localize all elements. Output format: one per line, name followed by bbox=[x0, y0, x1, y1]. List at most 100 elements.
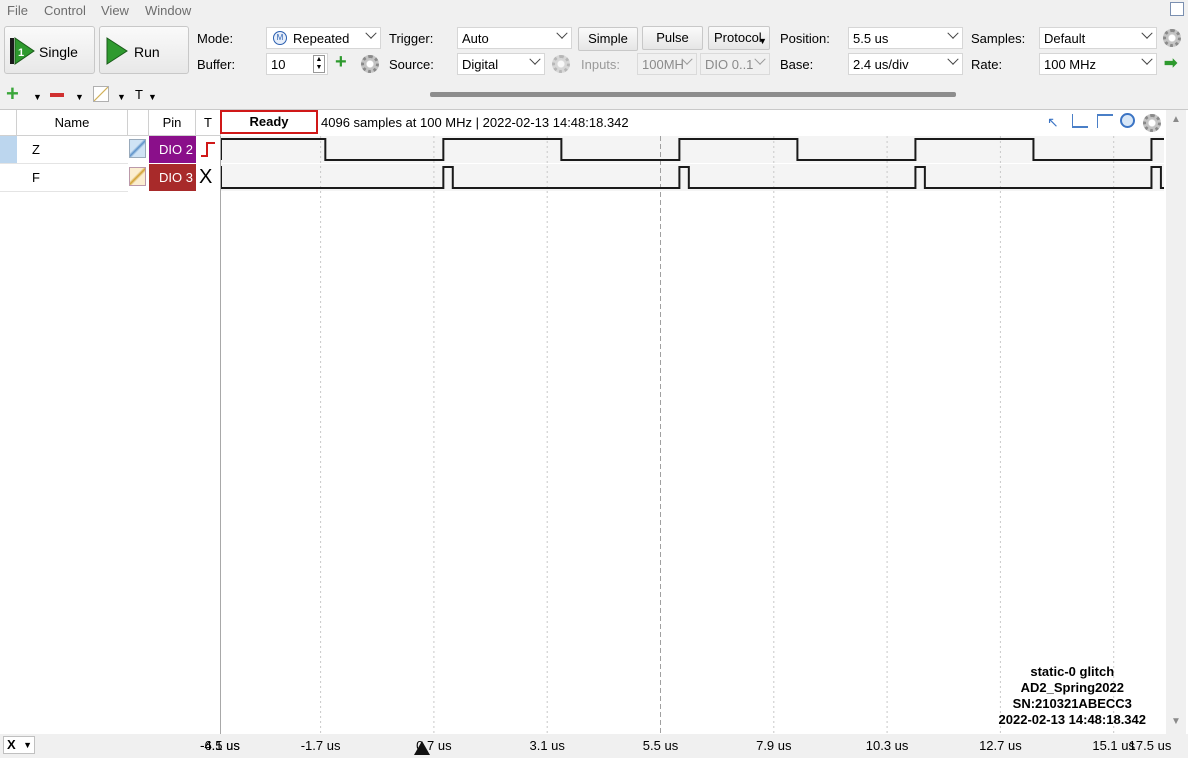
simple-button[interactable]: Simple bbox=[578, 27, 638, 51]
vertical-scrollbar[interactable]: ▲ ▼ bbox=[1166, 110, 1186, 734]
arrow-right-icon[interactable]: ➡ bbox=[1164, 55, 1178, 72]
buffer-value: 10 bbox=[271, 57, 286, 72]
position-select[interactable]: 5.5 us bbox=[848, 27, 963, 49]
header-pin: Pin bbox=[149, 110, 196, 136]
scroll-down-icon[interactable]: ▼ bbox=[1171, 716, 1181, 727]
inputs-value: 100MH bbox=[642, 57, 684, 72]
trigger-select[interactable]: Auto bbox=[457, 27, 572, 49]
chevron-down-icon bbox=[365, 28, 377, 39]
header-trigger: T bbox=[196, 110, 221, 136]
signal-row-band bbox=[221, 136, 1164, 163]
rate-label: Rate: bbox=[971, 57, 1003, 72]
annotation-serial: SN:210321ABECC3 bbox=[1012, 696, 1132, 711]
chevron-down-icon bbox=[754, 54, 766, 65]
caret-down-icon[interactable]: ▼ bbox=[75, 92, 84, 102]
position-value: 5.5 us bbox=[853, 31, 889, 46]
axis-tick-label: 17.5 us bbox=[1128, 738, 1172, 753]
pin-badge: DIO 3 bbox=[149, 164, 196, 191]
source-settings-gear-icon[interactable] bbox=[552, 55, 570, 73]
x-cursor-icon[interactable] bbox=[1072, 114, 1088, 128]
caret-down-icon[interactable]: ▼ bbox=[148, 92, 157, 102]
acquisition-info: 4096 samples at 100 MHz | 2022-02-13 14:… bbox=[321, 115, 629, 130]
chevron-down-icon bbox=[556, 28, 568, 39]
plot-annotation: static-0 glitch AD2_Spring2022 SN:210321… bbox=[999, 664, 1146, 728]
trigger-position-marker-icon[interactable] bbox=[413, 741, 430, 755]
remove-channel-icon[interactable] bbox=[50, 93, 64, 97]
channel-color-icon[interactable] bbox=[129, 139, 146, 158]
inputs-select[interactable]: 100MH bbox=[637, 53, 697, 75]
buffer-spinbox[interactable]: 10 ▲▼ bbox=[266, 53, 328, 75]
header-color bbox=[128, 110, 149, 136]
dio-select[interactable]: DIO 0..1 bbox=[700, 53, 770, 75]
single-run-icon: 1 bbox=[10, 37, 35, 65]
dio-value: DIO 0..1 bbox=[705, 57, 754, 72]
channel-color-icon[interactable] bbox=[129, 167, 146, 186]
axis-select-value: X bbox=[7, 737, 16, 752]
horizontal-scrollbar[interactable] bbox=[430, 92, 956, 97]
chevron-down-icon bbox=[947, 28, 959, 39]
menu-bar: File Control View Window bbox=[0, 0, 1188, 22]
plot-settings-gear-icon[interactable] bbox=[1143, 114, 1161, 132]
axis-select[interactable]: X ▼ bbox=[3, 736, 35, 754]
axis-tick-label: 7.9 us bbox=[756, 738, 792, 753]
caret-down-icon[interactable]: ▼ bbox=[117, 92, 126, 102]
header-selector bbox=[0, 110, 17, 136]
caret-down-icon: ▼ bbox=[23, 740, 32, 750]
status-ready: Ready bbox=[220, 110, 318, 134]
channel-name[interactable]: F bbox=[17, 164, 128, 192]
chevron-down-icon bbox=[529, 54, 541, 65]
add-channel-icon[interactable]: + bbox=[6, 81, 19, 106]
axis-tick-label: -1.7 us bbox=[300, 738, 341, 753]
inputs-label: Inputs: bbox=[581, 57, 621, 72]
menu-control[interactable]: Control bbox=[44, 3, 86, 18]
chevron-down-icon bbox=[947, 54, 959, 65]
buffer-label: Buffer: bbox=[197, 57, 236, 72]
samples-select[interactable]: Default bbox=[1039, 27, 1157, 49]
chevron-down-icon bbox=[1141, 28, 1153, 39]
trigger-value: Auto bbox=[462, 31, 489, 46]
row-selector[interactable] bbox=[0, 164, 17, 192]
base-value: 2.4 us/div bbox=[853, 57, 909, 72]
signal-trace-f bbox=[221, 166, 1164, 189]
menu-file[interactable]: File bbox=[7, 3, 28, 18]
pin-label: DIO 2 bbox=[159, 142, 193, 157]
channel-name[interactable]: Z bbox=[17, 136, 128, 164]
run-button[interactable]: Run bbox=[99, 26, 189, 74]
menu-view[interactable]: View bbox=[101, 3, 129, 18]
annotation-title: static-0 glitch bbox=[1030, 664, 1115, 679]
spin-arrows-icon[interactable]: ▲▼ bbox=[313, 55, 325, 73]
source-select[interactable]: Digital bbox=[457, 53, 545, 75]
settings-gear-icon[interactable] bbox=[1163, 29, 1181, 47]
play-icon bbox=[106, 37, 128, 65]
cursor-tool-icon[interactable]: ↖ bbox=[1047, 114, 1059, 130]
row-selector[interactable] bbox=[0, 136, 17, 164]
rate-select[interactable]: 100 MHz bbox=[1039, 53, 1157, 75]
pulse-button[interactable]: Pulse bbox=[642, 26, 703, 50]
dont-care-trigger-icon[interactable]: X bbox=[199, 166, 213, 188]
time-axis-bar bbox=[0, 734, 1188, 758]
scroll-up-icon[interactable]: ▲ bbox=[1171, 114, 1181, 125]
rising-edge-trigger-icon[interactable] bbox=[199, 140, 217, 158]
mode-select[interactable]: M Repeated bbox=[266, 27, 381, 49]
run-label: Run bbox=[134, 44, 160, 60]
pin-label: DIO 3 bbox=[159, 170, 193, 185]
menu-window[interactable]: Window bbox=[145, 3, 192, 18]
zoom-icon[interactable] bbox=[1120, 113, 1135, 128]
restore-window-icon[interactable] bbox=[1170, 2, 1184, 16]
protocol-button[interactable]: Protocol▼ bbox=[708, 26, 770, 50]
base-select[interactable]: 2.4 us/div bbox=[848, 53, 963, 75]
axis-tick-label: 5.5 us bbox=[642, 738, 679, 753]
caret-down-icon[interactable]: ▼ bbox=[33, 92, 42, 102]
mode-label: Mode: bbox=[197, 31, 234, 46]
axis-tick-label: -6.5 us bbox=[200, 738, 240, 753]
header-name: Name bbox=[17, 110, 128, 136]
single-button[interactable]: 1 Single bbox=[4, 26, 95, 74]
t-menu[interactable]: T bbox=[135, 87, 143, 102]
position-label: Position: bbox=[780, 31, 830, 46]
buffer-settings-gear-icon[interactable] bbox=[361, 55, 379, 73]
protocol-label: Protocol bbox=[714, 30, 762, 45]
waveform-plot[interactable] bbox=[221, 136, 1164, 734]
edit-channel-icon[interactable] bbox=[93, 86, 109, 102]
add-buffer-icon[interactable]: + bbox=[335, 51, 347, 73]
y-cursor-icon[interactable] bbox=[1097, 114, 1113, 128]
